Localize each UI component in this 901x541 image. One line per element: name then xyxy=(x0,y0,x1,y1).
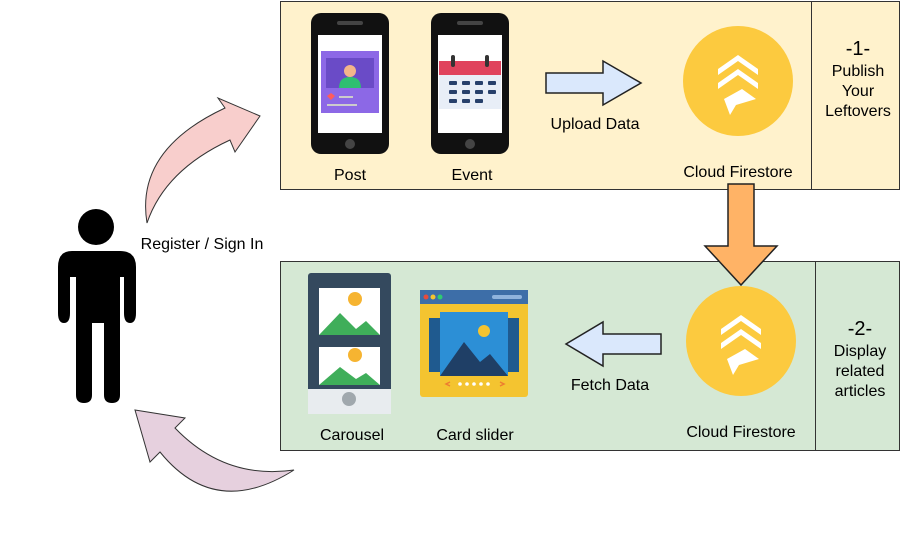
firestore-icon xyxy=(683,26,793,136)
firestore-label-top: Cloud Firestore xyxy=(683,164,793,181)
step-2-line-2: related xyxy=(835,363,885,380)
upload-arrow-icon xyxy=(545,59,643,107)
fetch-arrow-icon xyxy=(564,320,662,368)
display-divider xyxy=(815,262,816,450)
card-slider-icon xyxy=(420,290,528,397)
carousel-label: Carousel xyxy=(319,427,385,444)
post-label: Post xyxy=(333,167,367,184)
upload-data-label: Upload Data xyxy=(550,116,640,133)
publish-divider xyxy=(811,2,812,189)
step-1-number: -1- xyxy=(845,38,871,60)
step-1-line-1: Publish xyxy=(831,63,885,80)
phone-post-icon xyxy=(311,13,389,154)
step-1-line-2: Your xyxy=(841,83,875,100)
event-label: Event xyxy=(451,167,493,184)
step-1-text: -1- Publish Your Leftovers xyxy=(815,36,901,122)
step-2-line-3: articles xyxy=(834,383,886,400)
phone-calendar-icon xyxy=(431,13,509,154)
down-arrow-icon xyxy=(703,183,779,287)
step-1-line-3: Leftovers xyxy=(825,103,891,120)
fetch-data-label: Fetch Data xyxy=(570,377,650,394)
step-2-line-1: Display xyxy=(833,343,887,360)
card-slider-label: Card slider xyxy=(436,427,514,444)
step-2-number: -2- xyxy=(847,318,873,340)
carousel-icon xyxy=(308,273,391,414)
firestore-icon xyxy=(686,286,796,396)
firestore-label-bottom: Cloud Firestore xyxy=(686,424,796,441)
person-icon xyxy=(58,209,136,403)
step-2-text: -2- Display related articles xyxy=(817,316,901,402)
actor-label: Register / Sign In xyxy=(140,236,264,253)
